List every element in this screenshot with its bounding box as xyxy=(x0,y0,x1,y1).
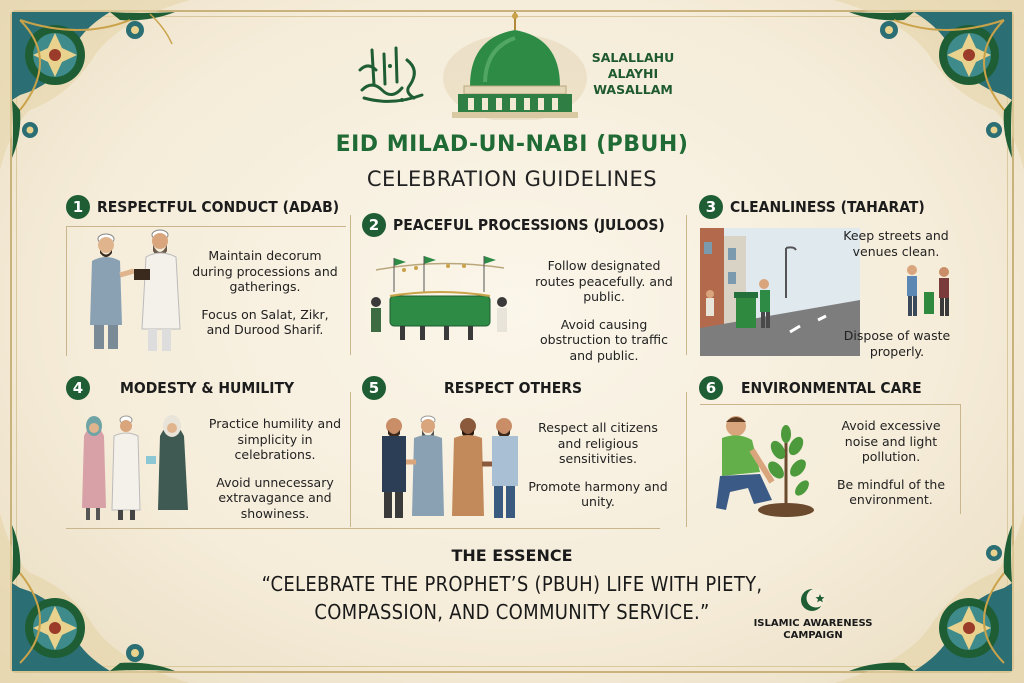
section-2-header: 2 PEACEFUL PROCESSIONS (JULOOS) xyxy=(362,213,665,237)
corner-ornament-icon xyxy=(834,513,1024,683)
section-6-header: 6 ENVIRONMENTAL CARE xyxy=(699,376,922,400)
street-cleaning-icon xyxy=(700,228,860,356)
corner-ornament-icon xyxy=(0,0,190,170)
bullet-text: Be mindful of the environment. xyxy=(836,476,946,508)
campaign-label: ISLAMIC AWARENESS CAMPAIGN xyxy=(742,618,884,642)
section-4-header: 4 MODESTY & HUMILITY xyxy=(66,376,294,400)
section-1-bullets: Maintain decorum during processions and … xyxy=(190,248,340,350)
section-1-header: 1 RESPECTFUL CONDUCT (ADAB) xyxy=(66,195,339,219)
section-title: CLEANLINESS (TAHARAT) xyxy=(730,198,925,216)
divider xyxy=(66,226,346,227)
bullet-text: Focus on Salat, Zikr, and Durood Sharif. xyxy=(201,306,329,338)
divider xyxy=(686,215,687,355)
people-greeting-icon xyxy=(84,225,196,360)
section-number: 5 xyxy=(362,376,386,400)
section-title: MODESTY & HUMILITY xyxy=(120,379,295,397)
bullet-text: Practice humility and simplicity in cele… xyxy=(208,416,342,462)
salawat-line: WASALLAM xyxy=(593,82,673,97)
salawat-line: SALALLAHU xyxy=(591,50,675,65)
bullet-text: Respect all citizens and religious sensi… xyxy=(538,420,658,466)
salawat-line: ALAYHI xyxy=(607,66,659,81)
arabic-calligraphy-icon xyxy=(352,40,432,110)
section-5-bullets: Respect all citizens and religious sensi… xyxy=(528,420,668,522)
inner-border xyxy=(16,16,1008,667)
section-title: RESPECT OTHERS xyxy=(444,379,583,397)
page-title: EID MILAD-UN-NABI (PBUH) xyxy=(335,132,689,157)
divider xyxy=(960,404,961,514)
section-5-header: 5 RESPECT OTHERS xyxy=(362,376,582,400)
divider xyxy=(66,226,67,356)
crescent-star-icon xyxy=(798,585,828,615)
bullet-text: Avoid excessive noise and light pollutio… xyxy=(841,418,941,464)
people-with-bins-icon xyxy=(900,262,960,320)
people-handshake-icon xyxy=(376,412,524,522)
section-3-bullets-bottom: Dispose of waste properly. xyxy=(838,328,956,371)
section-3-bullets-top: Keep streets and venues clean. xyxy=(840,228,952,271)
bullet-text: Promote harmony and unity. xyxy=(528,478,668,510)
essence-quote: “Celebrate the Prophet’s (PBUH) life wit… xyxy=(230,570,794,626)
essence-title: THE ESSENCE xyxy=(451,546,573,565)
planting-tree-icon xyxy=(708,410,826,522)
section-title: ENVIRONMENTAL CARE xyxy=(741,379,922,397)
outer-border xyxy=(10,10,1014,673)
section-3-header: 3 CLEANLINESS (TAHARAT) xyxy=(699,195,925,219)
quote-line: compassion, and community service.” xyxy=(314,600,710,624)
corner-ornament-icon xyxy=(0,513,190,683)
people-sharing-icon xyxy=(80,412,192,524)
section-number: 6 xyxy=(699,376,723,400)
green-dome-icon xyxy=(440,8,590,122)
section-title: RESPECTFUL CONDUCT (ADAB) xyxy=(97,198,340,216)
divider xyxy=(66,528,660,529)
section-number: 1 xyxy=(66,195,90,219)
divider xyxy=(686,392,687,527)
quote-line: “Celebrate the Prophet’s (PBUH) life wit… xyxy=(261,572,763,596)
salawat-text: SALALLAHU ALAYHI WASALLAM xyxy=(588,50,678,98)
section-title: PEACEFUL PROCESSIONS (JULOOS) xyxy=(393,216,665,234)
section-number: 2 xyxy=(362,213,386,237)
divider xyxy=(350,215,351,355)
section-number: 4 xyxy=(66,376,90,400)
bullet-text: Follow designated routes peacefully. and… xyxy=(535,258,673,304)
procession-icon xyxy=(364,252,514,348)
corner-ornament-icon xyxy=(834,0,1024,170)
divider xyxy=(350,392,351,527)
bullet-text: Keep streets and venues clean. xyxy=(843,228,949,259)
section-number: 3 xyxy=(699,195,723,219)
bullet-text: Dispose of waste properly. xyxy=(843,328,951,359)
section-2-bullets: Follow designated routes peacefully. and… xyxy=(528,258,680,375)
bullet-text: Avoid causing obstruction to traffic and… xyxy=(539,316,669,363)
section-6-bullets: Avoid excessive noise and light pollutio… xyxy=(830,418,952,520)
campaign-line: ISLAMIC AWARENESS xyxy=(753,618,873,629)
bullet-text: Maintain decorum during processions and … xyxy=(192,248,338,294)
section-4-bullets: Practice humility and simplicity in cele… xyxy=(202,416,348,533)
page-subtitle: CELEBRATION GUIDELINES xyxy=(366,167,658,191)
bullet-text: Avoid unnecessary extravagance and showi… xyxy=(216,474,334,521)
campaign-line: CAMPAIGN xyxy=(783,630,843,641)
divider xyxy=(700,404,960,405)
